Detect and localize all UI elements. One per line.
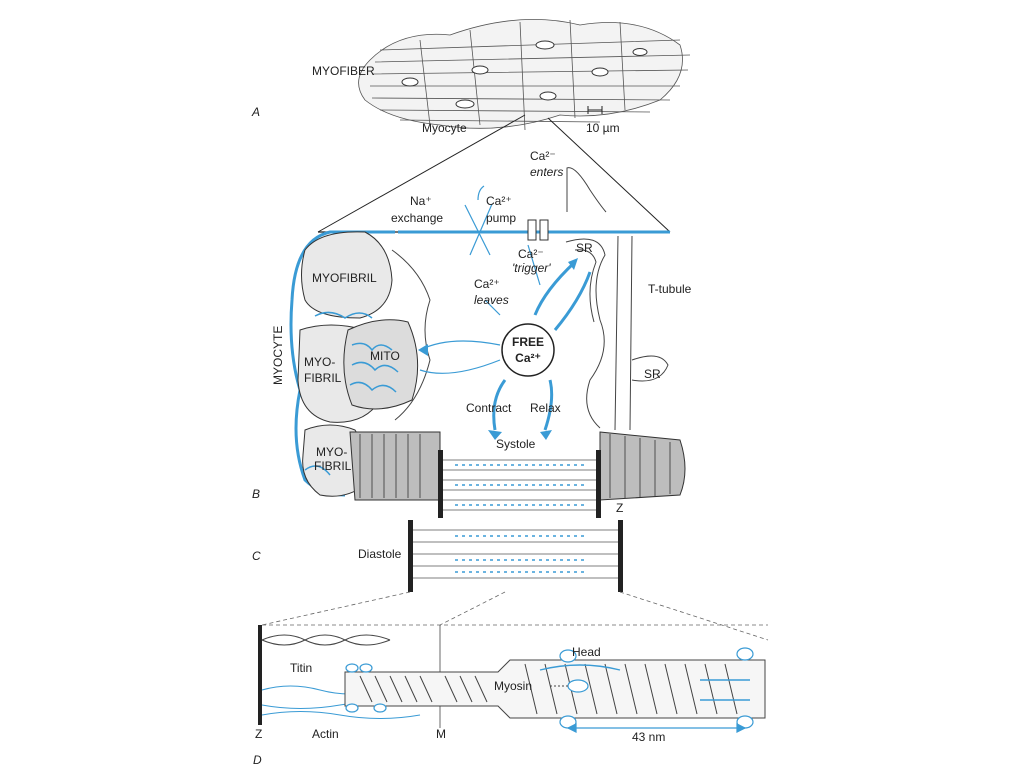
sarcomere-systole bbox=[438, 450, 601, 518]
nm-43-label: 43 nm bbox=[632, 730, 665, 744]
diastole-label: Diastole bbox=[358, 547, 402, 561]
scale-bar bbox=[587, 106, 603, 114]
t-tubule-label: T-tubule bbox=[648, 282, 692, 296]
free-calcium-circle bbox=[501, 323, 555, 377]
myofibril-label-2a: MYO- bbox=[304, 355, 335, 369]
free-ca-label-2: Ca²⁺ bbox=[515, 351, 541, 365]
panel-label-b: B bbox=[252, 487, 260, 501]
ca-trigger-label: 'trigger' bbox=[512, 261, 551, 275]
myofiber-label: MYOFIBER bbox=[312, 64, 375, 78]
ca-leaves-label: leaves bbox=[474, 293, 509, 307]
panel-b-myocyte: Ca²⁻ enters Na⁺ exchange Ca²⁺ pump Ca²⁻ … bbox=[252, 149, 692, 515]
panel-c-diastole: Diastole C bbox=[252, 520, 623, 592]
measure-43nm bbox=[566, 723, 747, 733]
contract-label: Contract bbox=[466, 401, 512, 415]
na-exchange-label: exchange bbox=[391, 211, 443, 225]
ca-enters-ion: Ca²⁻ bbox=[530, 149, 556, 163]
ca-enters-label: enters bbox=[530, 165, 563, 179]
myocyte-vertical-label: MYOCYTE bbox=[271, 326, 285, 385]
titin-label: Titin bbox=[290, 661, 312, 675]
zoom-lines-c-d bbox=[261, 591, 769, 641]
systole-label: Systole bbox=[496, 437, 536, 451]
actin-label: Actin bbox=[312, 727, 339, 741]
myofibril-label-3a: MYO- bbox=[316, 445, 347, 459]
myosin-label: Myosin bbox=[494, 679, 532, 693]
zoom-lines-a-b bbox=[317, 114, 671, 233]
mito-label: MITO bbox=[370, 349, 400, 363]
panel-label-a: A bbox=[251, 105, 260, 119]
head-label: Head bbox=[572, 645, 601, 659]
panel-label-c: C bbox=[252, 549, 261, 563]
panel-d-molecular: Titin Head Myosin Z Actin M 43 nm D bbox=[253, 625, 766, 767]
myocyte-label: Myocyte bbox=[422, 121, 467, 135]
ca-trigger-ion: Ca²⁻ bbox=[518, 247, 544, 261]
na-exchange-ion: Na⁺ bbox=[410, 194, 432, 208]
panel-label-d: D bbox=[253, 753, 262, 767]
myofibril-label-2b: FIBRIL bbox=[304, 371, 342, 385]
z-line-label-b: Z bbox=[616, 501, 623, 515]
z-line-label-d: Z bbox=[255, 727, 262, 741]
myofibril-label-3b: FIBRIL bbox=[314, 459, 352, 473]
myofibril-label-1: MYOFIBRIL bbox=[312, 271, 377, 285]
panel-a-myofiber: MYOFIBER Myocyte 10 µm A bbox=[251, 19, 691, 135]
sr-top-label: SR bbox=[576, 241, 593, 255]
free-ca-label-1: FREE bbox=[512, 335, 544, 349]
m-line-label: M bbox=[436, 727, 446, 741]
scale-label: 10 µm bbox=[586, 121, 620, 135]
relax-label: Relax bbox=[530, 401, 561, 415]
ca-pump-ion: Ca²⁺ bbox=[486, 194, 512, 208]
ca-leaves-ion: Ca²⁺ bbox=[474, 277, 500, 291]
ca-pump-label: pump bbox=[486, 211, 516, 225]
sr-right-label: SR bbox=[644, 367, 661, 381]
